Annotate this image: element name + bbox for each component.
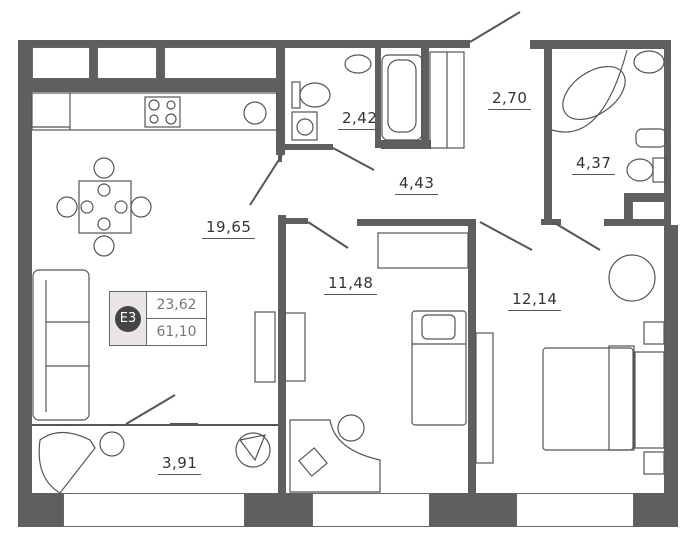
wall-bedrooms [468, 219, 476, 527]
badge-area-cells: 23,62 61,10 [147, 292, 206, 345]
wall-bath-bottom [283, 144, 333, 150]
wall-left [18, 40, 32, 527]
room-area-bedroom-large: 12,14 [508, 291, 562, 311]
wall-corridor-bottom-3 [541, 219, 561, 225]
wall-living-bedroom [278, 215, 286, 527]
kitchen-counter [31, 92, 278, 131]
wall-tub-bottom [381, 140, 431, 149]
window-balcony [63, 493, 245, 527]
room-area-bedroom-small: 11,48 [324, 275, 378, 295]
apartment-type-label: E3 [115, 305, 141, 332]
wall-corridor-bottom-4 [604, 219, 669, 226]
room-area-corridor: 4,43 [395, 175, 439, 195]
storage-cell-3 [164, 47, 277, 79]
living-area-value: 23,62 [147, 292, 206, 319]
room-area-kitchen-living: 19,65 [202, 219, 256, 239]
wall-bath2-left [544, 48, 552, 223]
storage-cell-2 [97, 47, 157, 79]
storage-cell-1 [32, 47, 90, 79]
wall-right-upper [664, 40, 671, 225]
wall-corridor-bottom-1 [286, 218, 308, 224]
room-area-bathroom-small: 2,42 [338, 110, 382, 130]
room-area-bathroom-large: 4,37 [572, 155, 616, 175]
total-area-value: 61,10 [156, 324, 197, 340]
apartment-badge: E3 23,62 61,10 [109, 291, 207, 346]
wall-kitchen-left-top [278, 150, 282, 162]
wall-kitchen-bath [276, 40, 285, 155]
wall-corridor-bottom-2 [357, 219, 475, 226]
room-area-balcony: 3,91 [158, 455, 202, 475]
wall-top-right [530, 40, 669, 49]
window-bedroom-large [516, 493, 634, 527]
wall-right-lower [664, 225, 678, 527]
wall-bath-tub [375, 48, 381, 148]
wall-wardrobe [421, 48, 429, 148]
badge-type-cell: E3 [110, 292, 147, 345]
window-bedroom-small [312, 493, 430, 527]
room-area-hall-entry: 2,70 [488, 90, 532, 110]
